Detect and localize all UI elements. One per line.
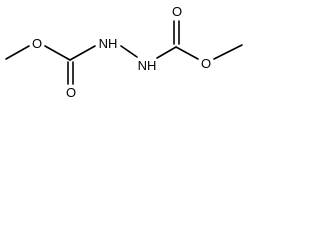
atom-nh-left: NH [99, 36, 118, 51]
atom-o-ester-left: O [32, 36, 42, 51]
bond-o-carbonyl-left [44, 45, 71, 61]
atom-o-carbonyl-left: O [66, 85, 76, 100]
bond-n-n [120, 45, 138, 58]
bond-nh-c-right [156, 46, 177, 59]
atom-o-carbonyl-right: O [172, 4, 182, 19]
bond-methyl-left-o [5, 45, 30, 60]
atom-o-ester-right: O [201, 56, 211, 71]
bond-c-nh-left [69, 45, 96, 61]
molecule-structure: O O NH NH O O [5, 4, 243, 100]
bond-o-methyl-right [213, 44, 243, 60]
atom-nh-right: NH [138, 58, 157, 73]
bond-carbonyl-o-right [175, 46, 199, 60]
